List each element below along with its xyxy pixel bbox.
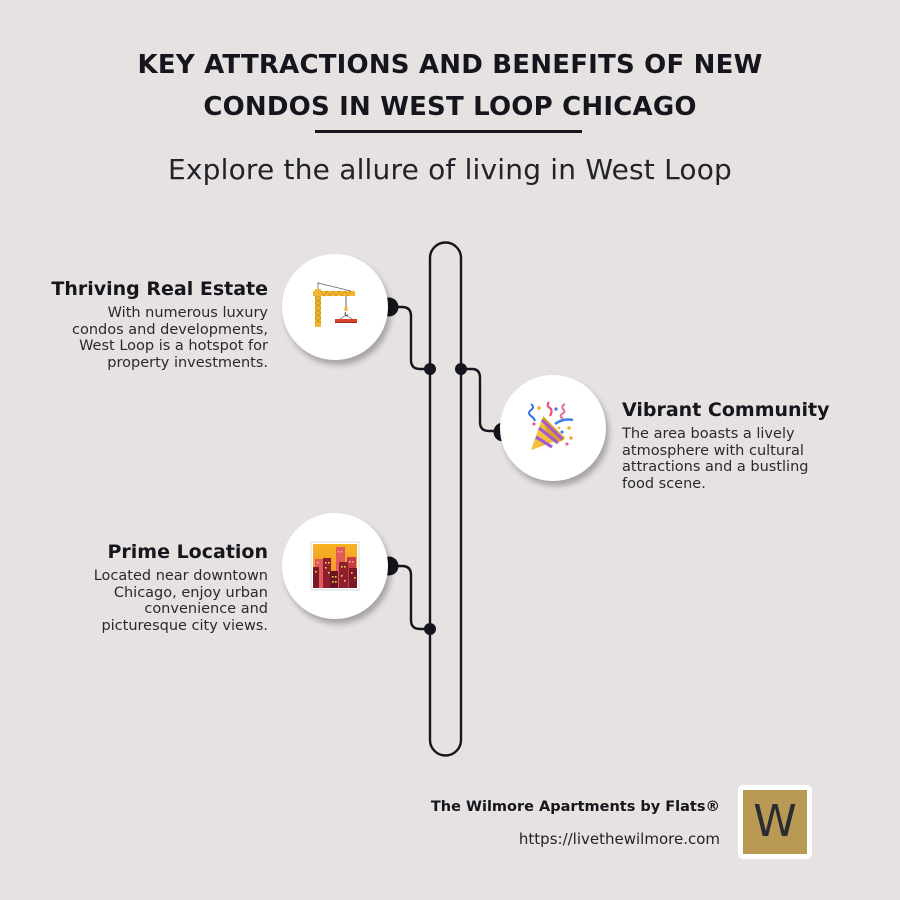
- desc-line: The area boasts a lively: [622, 426, 795, 442]
- title-line-1: KEY ATTRACTIONS AND BENEFITS OF NEW: [137, 50, 763, 80]
- brand-logo: W: [738, 785, 812, 859]
- footer-url-link[interactable]: https://livethewilmore.com: [518, 830, 720, 848]
- party-popper-icon: [528, 401, 574, 450]
- title-line-2: CONDOS IN WEST LOOP CHICAGO: [203, 92, 697, 122]
- connector-3: [387, 564, 432, 631]
- connector-2: [459, 367, 505, 433]
- desc-line: attractions and a bustling: [622, 459, 809, 475]
- connector-1: [387, 305, 432, 371]
- card-title: Thriving Real Estate: [51, 278, 268, 300]
- page-subtitle: Explore the allure of living in West Loo…: [167, 153, 733, 186]
- card-description: Located near downtown Chicago, enjoy urb…: [94, 568, 268, 634]
- card-title: Vibrant Community: [622, 399, 830, 421]
- node-dot-1-small: [424, 363, 436, 375]
- desc-line: property investments.: [107, 354, 268, 371]
- desc-line: With numerous luxury: [107, 305, 268, 321]
- icon-circle-real-estate: [282, 254, 388, 360]
- card-thriving-real-estate: Thriving Real Estate With numerous luxur…: [51, 277, 268, 371]
- desc-line: Chicago, enjoy urban: [113, 584, 268, 601]
- title-divider: [315, 130, 582, 133]
- desc-line: Located near downtown: [93, 568, 268, 584]
- timeline-loop: [428, 241, 463, 757]
- desc-line: food scene.: [622, 475, 706, 492]
- desc-line: West Loop is a hotspot for: [79, 338, 268, 354]
- footer-brand: The Wilmore Apartments by Flats®: [430, 799, 720, 815]
- card-prime-location: Prime Location Located near downtown Chi…: [94, 540, 268, 634]
- page-title: KEY ATTRACTIONS AND BENEFITS OF NEW COND…: [0, 44, 900, 128]
- icon-circle-community: [500, 375, 606, 481]
- card-title: Prime Location: [107, 541, 268, 563]
- desc-line: convenience and: [144, 601, 268, 617]
- card-description: With numerous luxury condos and developm…: [51, 305, 268, 371]
- card-vibrant-community: Vibrant Community The area boasts a live…: [622, 398, 830, 492]
- desc-line: picturesque city views.: [101, 617, 268, 634]
- cityscape-sunset-icon: [310, 541, 360, 591]
- icon-circle-location: [282, 513, 388, 619]
- node-dot-2-small: [455, 363, 467, 375]
- desc-line: atmosphere with cultural: [622, 442, 804, 459]
- desc-line: condos and developments,: [72, 321, 268, 338]
- logo-letter: W: [743, 790, 807, 854]
- construction-crane-icon: [313, 282, 357, 327]
- node-dot-3-small: [424, 623, 436, 635]
- card-description: The area boasts a lively atmosphere with…: [622, 426, 830, 492]
